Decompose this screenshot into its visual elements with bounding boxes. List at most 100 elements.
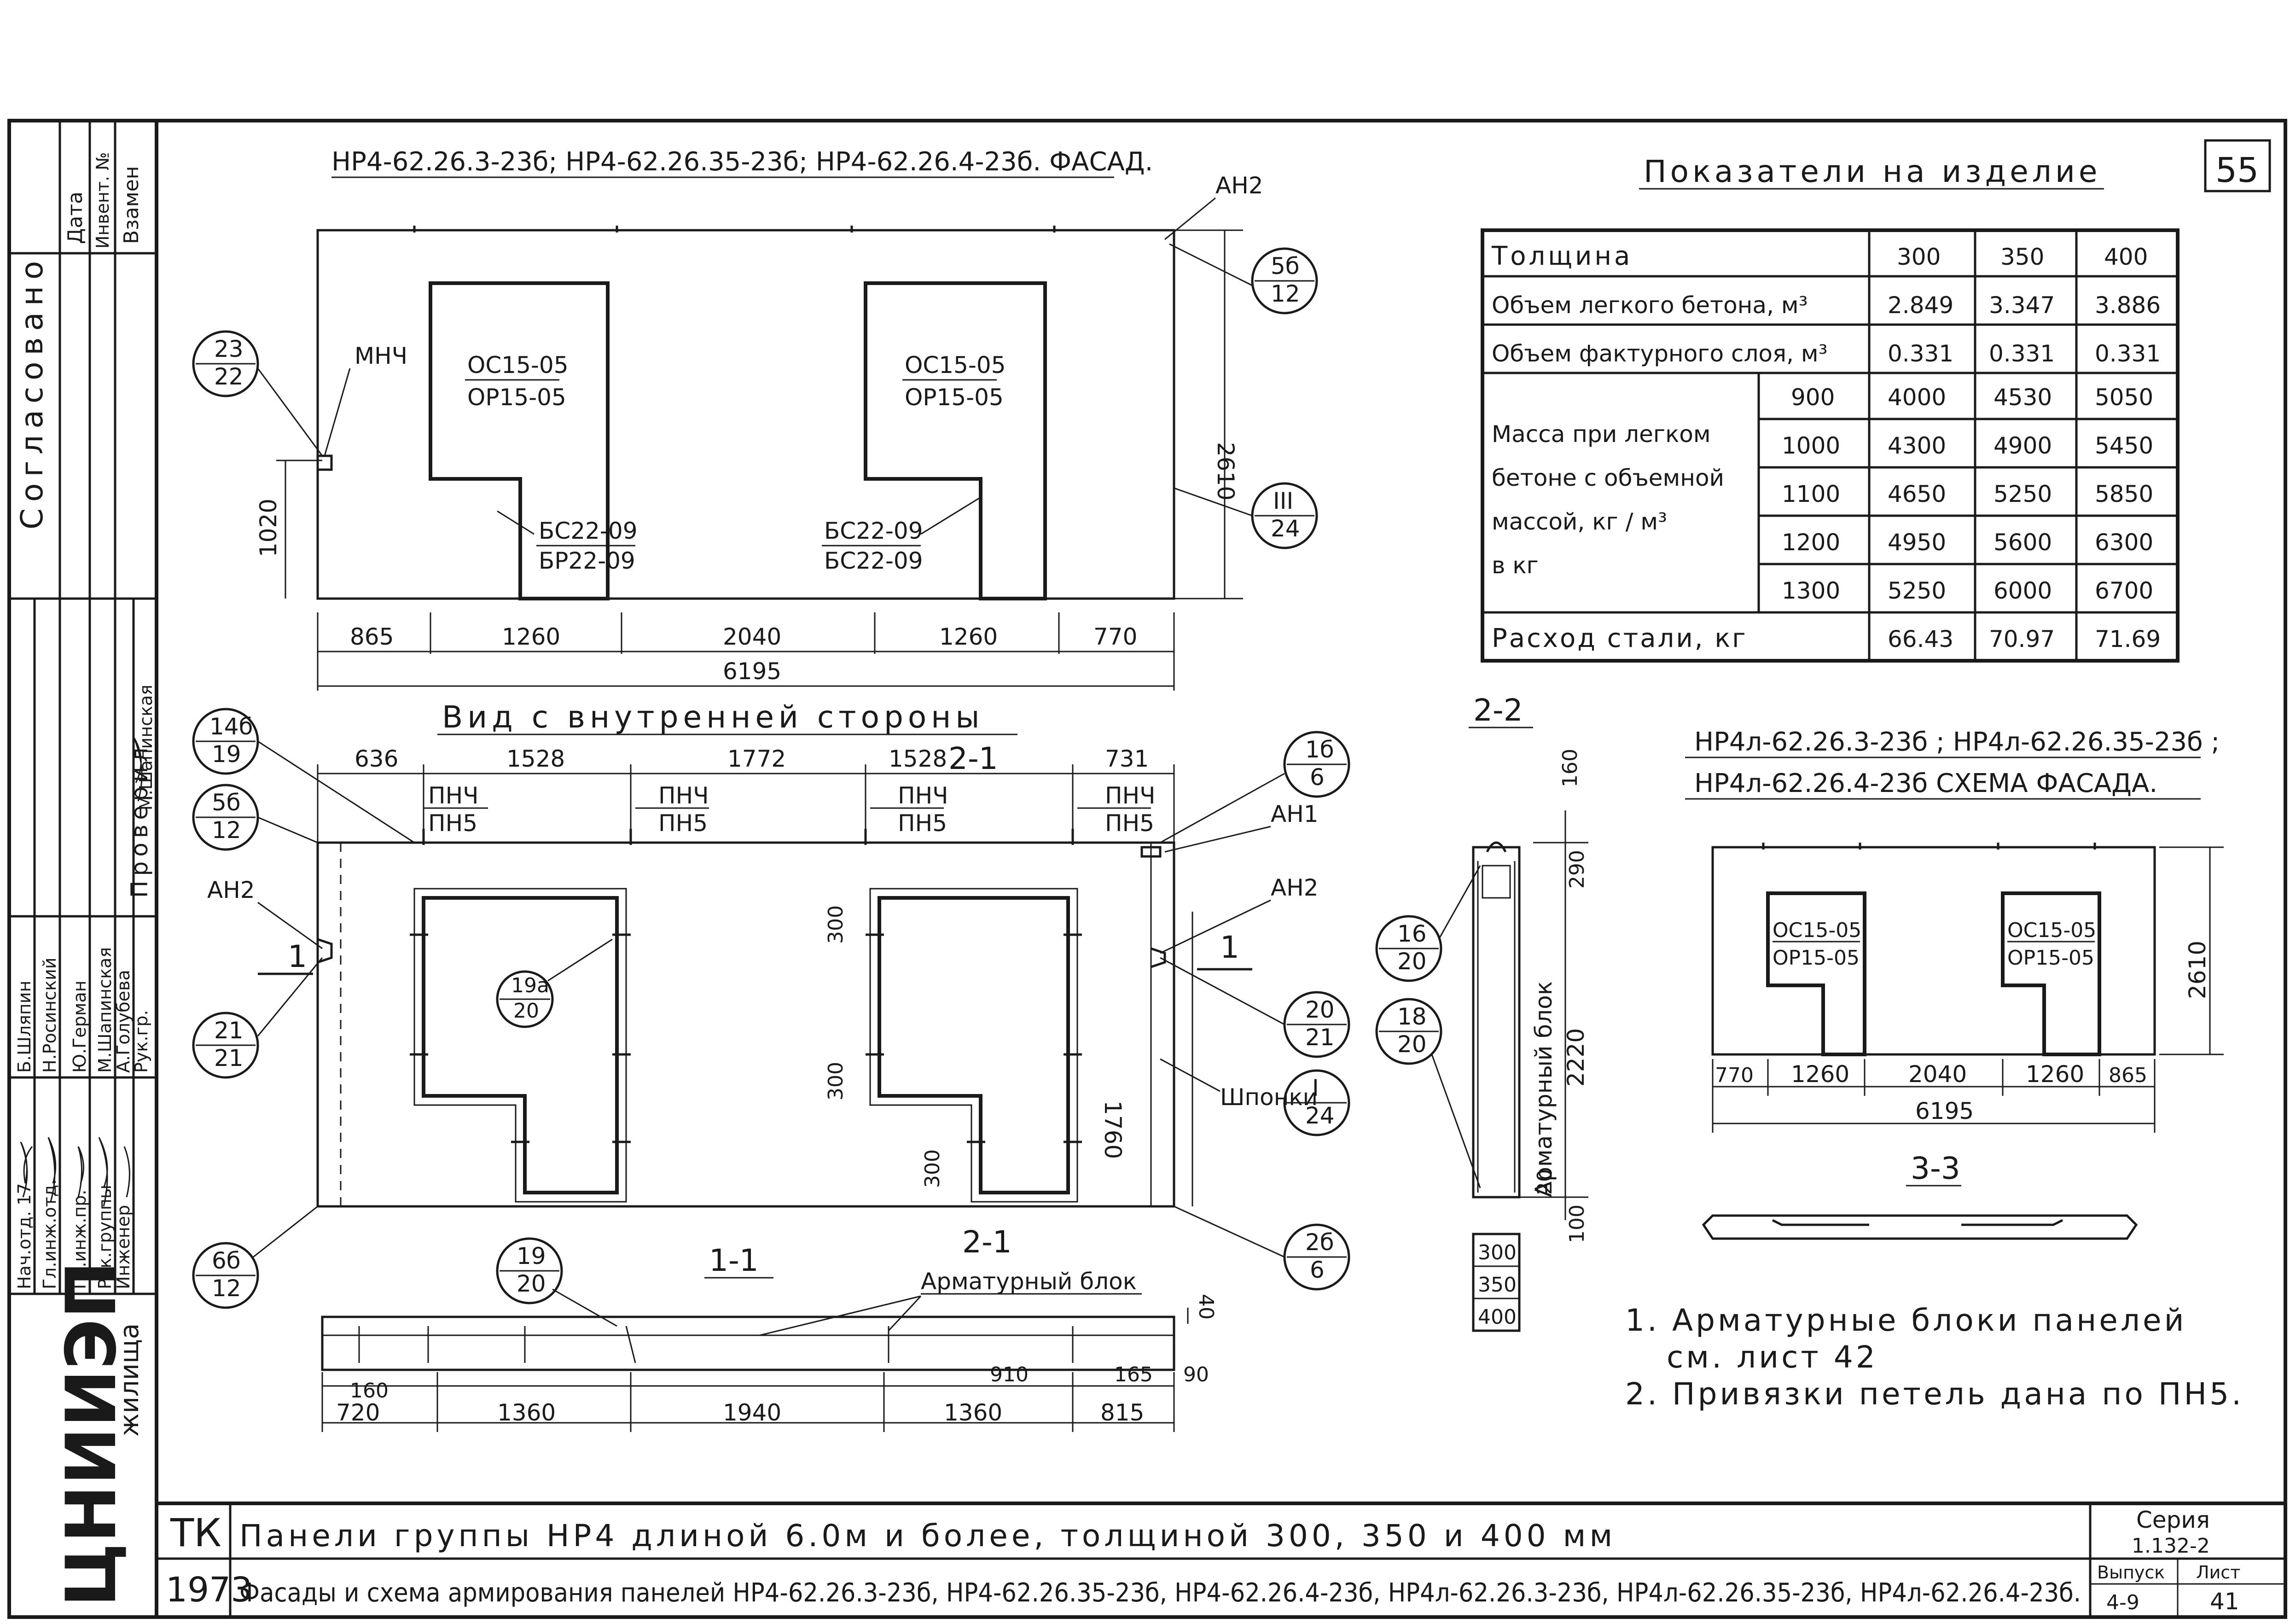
inner-opening-left [422,896,619,1194]
sidebar-role-2: Гл.инж.отд. [40,1179,60,1289]
ind-r1-v1: 0.331 [1888,340,1953,367]
callout-19a-20 [496,970,554,1028]
ind-m4-v3: 6700 [2095,577,2153,604]
callout-6b-bot: 12 [212,1275,241,1302]
pn5-2: ПН5 [658,810,708,837]
titleblock-seria: 1.132-2 [2132,1534,2210,1558]
section11-profile [358,1326,1074,1363]
ind-m4-v1: 5250 [1888,577,1946,604]
ind-r1-v2: 0.331 [1989,340,2055,367]
sidebar-name-1: Б.Шляпин [14,981,35,1073]
note-1b: см. лист 42 [1667,1339,1878,1375]
pnch-1: ПНЧ [428,782,478,809]
inner-an2-right: АН2 [1271,874,1319,901]
scheme-dim-2: 1260 [1791,1061,1849,1088]
titleblock-vypusk-label: Выпуск [2097,1562,2165,1583]
callout-III-top: III [1273,488,1293,514]
ind-steel-v3: 71.69 [2095,626,2161,652]
facade-panel [316,229,1175,600]
callout-5b-top: 5б [1271,253,1300,279]
ind-r1-label: Объем фактурного слоя, м³ [1492,340,1828,367]
signature-3 [77,1146,84,1198]
ind-m4-v2: 6000 [1994,577,2052,604]
inner-300-a: 300 [824,905,848,944]
inner-dim-4: 1528 [889,745,947,772]
ind-h-3: 400 [2104,244,2148,270]
section22-title: 2-2 [1473,693,1523,728]
section22-dim-160: 160 [1558,749,1582,787]
section-1-1: 1-1 2-1 Арматурный блок 19 20 40 160 910… [321,1224,1218,1432]
callout-III-bot: 24 [1271,515,1300,542]
scheme-opening-left [1766,891,1866,1056]
inner-view: Вид с внутренней стороны 636 1528 1772 1… [192,699,1350,1309]
ind-m0-v1: 4000 [1888,384,1946,411]
sidebar: Согласовано Дата Инвент. № Взамен Провер… [9,121,157,1607]
callout-1b-6 [1283,731,1350,798]
inner-an2-left: АН2 [207,877,255,903]
titleblock-vypusk: 4-9 [2106,1591,2139,1614]
facade-dim-4: 1260 [939,623,998,650]
section-2-2: 2-2 Арматурный блок 160 290 2220 20 100 … [1375,693,1589,1332]
titleblock-tk: ТК [170,1510,221,1555]
section22-t400: 400 [1478,1305,1517,1329]
callout-21-top: 21 [214,1017,244,1044]
facade-mnch-mark [316,454,333,471]
inner-height: 1760 [1099,1100,1126,1159]
section11-mid-1: 160 [350,1379,389,1403]
sidebar-role-3: Гл.инж.пр. [70,1190,90,1289]
ind-m1-v2: 4900 [1994,432,2052,459]
facade-opening-right [864,281,1047,600]
sidebar-org-sub: жилища [115,1323,145,1437]
sidebar-name-5: А.Голубева [113,970,134,1073]
signature-proveril [133,736,143,802]
sidebar-role-1: Нач.отд. 17 [14,1183,35,1289]
indicators-title: Показатели на изделие [1644,154,2101,189]
sidebar-name-3: Ю.Герман [70,980,90,1073]
section11-body [321,1315,1175,1371]
inner-cut-label: 2-1 [948,741,998,776]
callout-2b-bot: 6 [1310,1257,1325,1283]
ind-m2-d: 1100 [1782,481,1840,507]
sidebar-soglasovano: Согласовано [14,255,50,530]
facade-win-right-1: ОС15-05 [905,352,1006,378]
scheme-win-right-1: ОС15-05 [2007,919,2096,942]
ind-h-0: Толщина [1491,241,1633,271]
scheme-dim-4: 1260 [2026,1061,2084,1088]
facade-mnch: МНЧ [355,343,407,369]
facade-total: 6195 [723,658,781,685]
section22-armature [1477,861,1516,1193]
ind-r0-label: Объем легкого бетона, м³ [1492,292,1808,319]
facade-view: НР4-62.26.3-23б; НР4-62.26.35-23б; НР4-6… [192,147,1318,691]
sidebar-role-5: Инженер [113,1205,134,1289]
section22-dim-100: 100 [1565,1205,1589,1243]
facade-win-left-2: ОР15-05 [467,384,566,411]
callout-16-bot: 20 [1397,948,1427,975]
section11-mid-4: 90 [1183,1363,1209,1386]
callout-2b-top: 2б [1305,1229,1334,1256]
callout-23-bot: 22 [214,363,244,390]
ind-mass-2: бетоне с объемной [1492,465,1724,491]
titleblock-year: 1973 [166,1570,252,1610]
loop-stubs [410,933,1082,1143]
callout-I-bot: 24 [1305,1102,1335,1129]
facade-door-right-2: БС22-09 [824,547,923,574]
section22-loop [1486,841,1507,853]
pn5-4: ПН5 [1105,810,1154,837]
section11-mid-2: 910 [990,1363,1029,1386]
section22-dim-20: 20 [1533,1169,1557,1195]
facade-height: 2610 [1212,442,1239,501]
section22-thick-box [1472,1233,1521,1332]
callout-19a-top: 19а [511,974,549,997]
sidebar-ruk-gr: Рук.гр. [131,1010,151,1073]
section11-dim-4: 1360 [944,1399,1002,1426]
section11-title: 1-1 [709,1243,759,1278]
callout-1b-bot: 6 [1310,764,1325,791]
ind-r0-v2: 3.347 [1989,292,2055,319]
callout-19-20 [496,1237,563,1304]
scheme-dim-1: 770 [1715,1064,1754,1087]
scheme-section-title: 3-3 [1911,1151,1960,1186]
ind-m2-v2: 5250 [1994,481,2052,507]
facade-title: НР4-62.26.3-23б; НР4-62.26.35-23б; НР4-6… [331,147,1153,177]
titleblock-sub: Фасады и схема армирования панелей НР4-6… [239,1578,2081,1608]
